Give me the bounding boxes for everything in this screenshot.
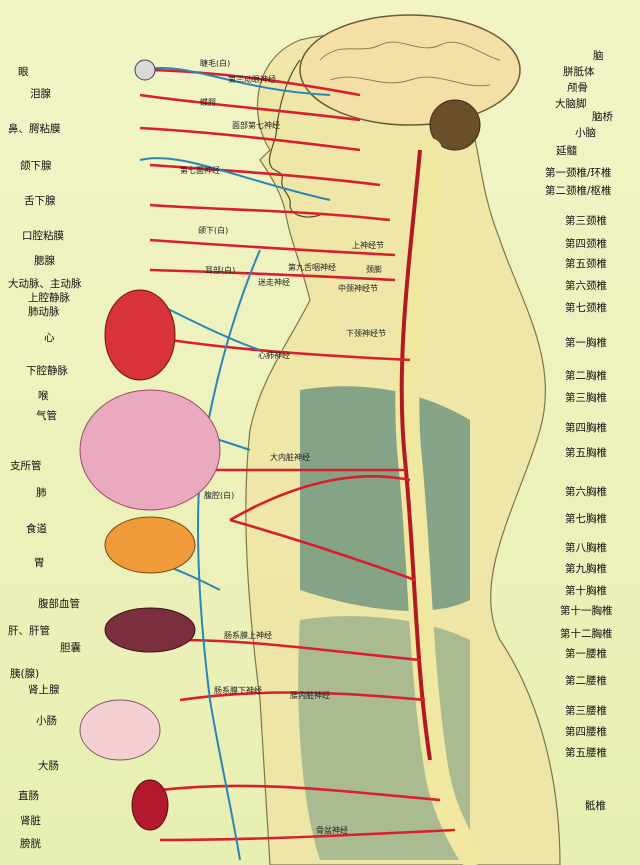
label-c6: 第六颈椎: [565, 280, 607, 292]
label-lacrimal-gland: 泪腺: [30, 88, 51, 100]
label-bronchi: 支所管: [10, 460, 42, 472]
brain: [299, 14, 521, 126]
label-pancreas: 胰(腺): [10, 668, 40, 680]
inner-label-12: 心肺神经: [258, 351, 290, 360]
label-corpus-callosum: 胼胝体: [563, 66, 595, 78]
label-t11: 第十一胸椎: [560, 605, 613, 617]
spinal-cord: [399, 149, 432, 761]
stomach: [104, 516, 196, 574]
label-t10: 第十胸椎: [565, 585, 607, 597]
label-parotid-gland: 腮腺: [34, 255, 55, 267]
label-c5: 第五颈椎: [565, 258, 607, 270]
label-t4: 第四胸椎: [565, 422, 607, 434]
label-t5: 第五胸椎: [565, 447, 607, 459]
label-c1: 第一颈椎/环椎: [545, 167, 612, 179]
inner-label-19: 骨盆神经: [316, 826, 348, 835]
label-l2: 第二腰椎: [565, 675, 607, 687]
red-nerves: [139, 68, 456, 842]
spinal-column: [395, 138, 482, 865]
label-kidney: 肾脏: [20, 815, 41, 827]
label-heart: 心: [44, 332, 55, 344]
liver: [104, 607, 196, 653]
label-l3: 第三腰椎: [565, 705, 607, 717]
label-skull: 颅骨: [567, 82, 588, 94]
inner-label-14: 腹腔(白): [204, 491, 235, 500]
lung: [79, 389, 221, 511]
label-lung: 肺: [36, 487, 47, 499]
inner-label-15: 大内脏神经: [270, 453, 310, 462]
label-pulmonary-artery: 肺动脉: [28, 306, 60, 318]
label-t2: 第二胸椎: [565, 370, 607, 382]
heart: [104, 289, 176, 381]
inner-label-4: 第七面神经: [180, 166, 220, 175]
label-t6: 第六胸椎: [565, 486, 607, 498]
label-large-intestine: 大肠: [38, 760, 59, 772]
label-larynx: 喉: [38, 390, 49, 402]
label-nasal-palate-mucosa: 鼻、腭粘膜: [8, 123, 61, 135]
inner-label-1: 第三动眼神经: [228, 75, 276, 84]
label-adrenal-gland: 肾上腺: [28, 684, 60, 696]
label-trachea: 气管: [36, 410, 57, 422]
label-cerebral-peduncle: 大脑脚: [555, 98, 587, 110]
label-medulla: 延髓: [556, 145, 577, 157]
label-t12: 第十二胸椎: [560, 628, 613, 640]
lung-tissue: [300, 386, 470, 611]
label-sublingual-gland: 舌下腺: [24, 195, 56, 207]
inner-label-16: 肠系膜上神经: [224, 631, 272, 640]
label-rectum: 直肠: [18, 790, 39, 802]
inner-label-9: 上神经节: [352, 241, 384, 250]
label-small-intestine: 小肠: [36, 715, 57, 727]
inner-label-3: 面部第七神经: [232, 121, 280, 130]
label-stomach: 胃: [34, 557, 45, 569]
label-superior-vena-cava: 上腔静脉: [28, 292, 70, 304]
label-oral-mucosa: 口腔粘膜: [22, 230, 64, 242]
inner-label-6: 第九舌咽神经: [288, 263, 336, 272]
label-l5: 第五腰椎: [565, 747, 607, 759]
label-c3: 第三颈椎: [565, 215, 607, 227]
label-c2: 第二颈椎/枢椎: [545, 185, 612, 197]
label-cerebellum: 小脑: [575, 127, 596, 139]
inner-label-5: 颌下(白): [198, 226, 229, 235]
label-gallbladder: 胆囊: [60, 642, 81, 654]
inner-label-0: 睫毛(白): [200, 59, 231, 68]
label-esophagus: 食道: [26, 523, 47, 535]
brain-folds: [319, 41, 501, 87]
label-t3: 第三胸椎: [565, 392, 607, 404]
kidney: [131, 779, 169, 831]
inner-label-8: 迷走神经: [258, 278, 290, 287]
label-abdominal-vessels: 腹部血管: [38, 598, 80, 610]
inner-label-10: 中颈神经节: [338, 284, 378, 293]
face-profile: [268, 59, 321, 218]
intestine: [79, 699, 161, 761]
label-liver: 肝、肝管: [8, 625, 50, 637]
inner-label-18: 腰内脏神经: [290, 691, 330, 700]
label-brain: 脑: [593, 50, 604, 62]
label-inferior-vena-cava: 下腔静脉: [26, 365, 68, 377]
label-t9: 第九胸椎: [565, 563, 607, 575]
label-t8: 第八胸椎: [565, 542, 607, 554]
label-submandibular-gland: 颌下腺: [20, 160, 52, 172]
label-bladder: 膀胱: [20, 838, 41, 850]
inner-label-13: 颈膨: [366, 265, 382, 274]
inner-label-2: 蝶腭: [200, 98, 216, 107]
inner-label-17: 肠系膜下神经: [214, 686, 262, 695]
cerebellum: [429, 99, 481, 151]
label-c4: 第四颈椎: [565, 238, 607, 250]
inner-label-7: 耳部(白): [205, 266, 236, 275]
eye: [134, 59, 156, 81]
label-eye: 眼: [18, 66, 29, 78]
label-l4: 第四腰椎: [565, 726, 607, 738]
label-l1: 第一腰椎: [565, 648, 607, 660]
inner-label-11: 下颈神经节: [346, 329, 386, 338]
label-sacrum: 骶椎: [585, 800, 606, 812]
label-aorta: 大动脉、主动脉: [8, 278, 82, 290]
label-c7: 第七颈椎: [565, 302, 607, 314]
label-pons: 脑桥: [592, 111, 613, 123]
label-t7: 第七胸椎: [565, 513, 607, 525]
label-t1: 第一胸椎: [565, 337, 607, 349]
